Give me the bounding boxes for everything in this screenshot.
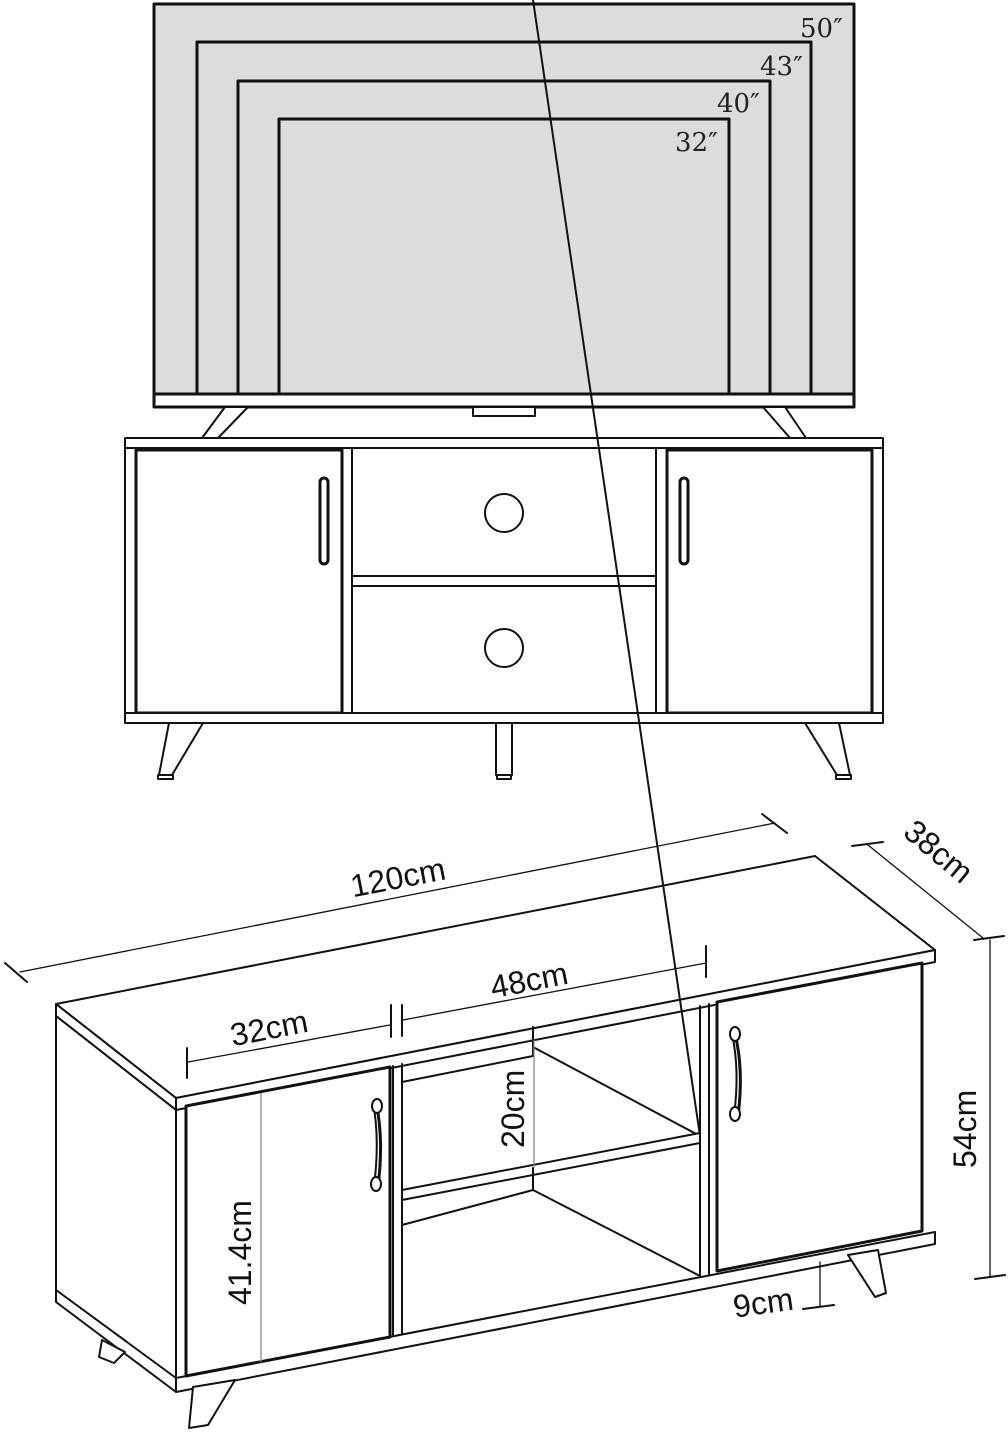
dim-shelf-height: 20cm [495, 1070, 531, 1148]
stand-isometric-view [55, 0, 936, 1429]
tv-size-label-32: 32″ [675, 128, 718, 158]
tv-screen-32-outline [277, 117, 731, 396]
tv-illustration: 50″ 43″ 40″ 32″ [152, 2, 856, 439]
iso-right-door [715, 961, 924, 1273]
upper-cable-hole [484, 493, 524, 533]
front-left-door [134, 448, 344, 715]
dim-door-height: 41.4cm [222, 1200, 258, 1305]
front-right-handle [678, 476, 690, 566]
tv-screen-40-outline [236, 79, 772, 396]
iso-back-left-leg [98, 1339, 126, 1364]
iso-front-left-leg [188, 1379, 236, 1429]
front-left-handle [318, 476, 330, 566]
tv-size-label-50: 50″ [800, 14, 843, 44]
front-right-leg [804, 722, 851, 776]
tv-left-foot [201, 406, 249, 439]
tv-screen-43-outline [195, 40, 813, 396]
tv-size-label-43: 43″ [760, 52, 803, 82]
tv-size-label-40: 40″ [717, 89, 760, 119]
dim-total-height: 54cm [947, 1090, 983, 1168]
iso-front-right-leg [847, 1249, 887, 1298]
stand-front-view [124, 437, 884, 780]
dim-leg-height: 9cm [731, 1281, 796, 1325]
front-center-leg [495, 722, 513, 776]
dim-total-width: 120cm [347, 851, 448, 905]
lower-cable-hole [484, 628, 524, 668]
tv-logo-tab [472, 406, 536, 417]
front-right-door [665, 448, 874, 715]
tv-screen-50 [152, 2, 856, 396]
front-top-panel [124, 437, 884, 449]
front-left-leg [158, 722, 204, 776]
front-bottom-panel [124, 712, 884, 724]
tv-right-foot [762, 406, 807, 439]
iso-left-door [184, 1065, 392, 1378]
tv-bottom-bezel [152, 392, 856, 409]
